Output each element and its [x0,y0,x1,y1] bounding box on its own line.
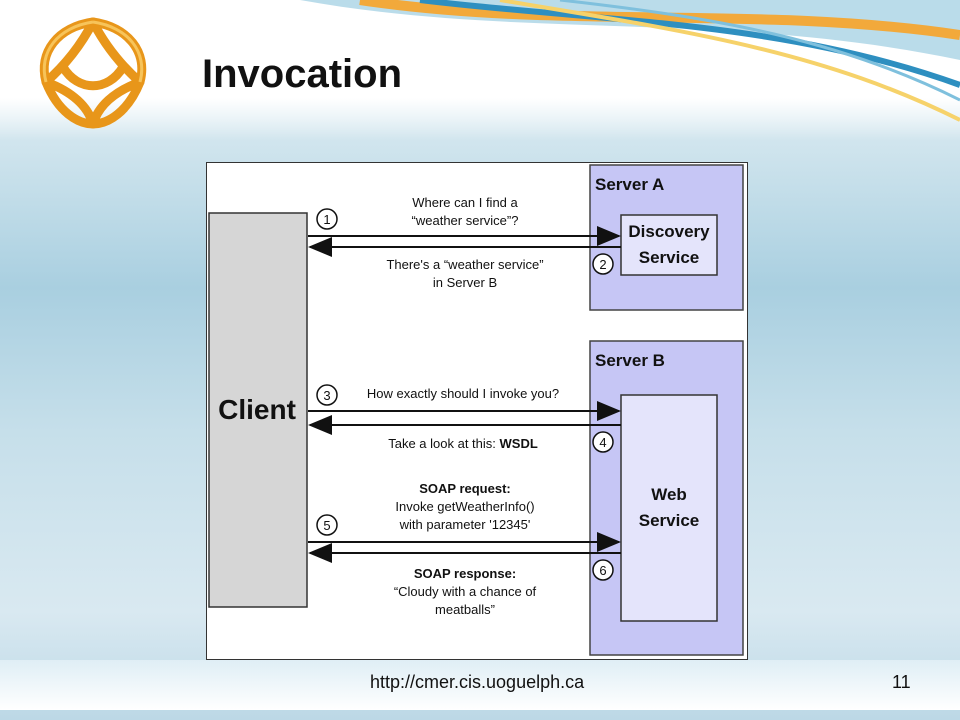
client-box [208,212,308,608]
page-number: 11 [892,672,911,692]
step-3-number: 3 [323,388,330,403]
step-5-badge: 5 [316,514,338,536]
discovery-service-box [620,214,718,276]
message-2-line1: There's a “weather service” [386,257,543,272]
discovery-service-line2: Service [639,248,700,267]
step-5-number: 5 [323,518,330,533]
footer-url: http://cmer.cis.uoguelph.ca [370,672,585,692]
footer-band [0,660,960,710]
step-6-number: 6 [599,563,606,578]
server-a-label: Server A [595,175,664,194]
logo-emblem [39,17,147,129]
web-service-line2: Service [639,511,700,530]
server-b-label: Server B [595,351,665,370]
step-2-badge: 2 [592,253,614,275]
message-6-heading: SOAP response: [414,566,516,581]
message-1-line2: “weather service”? [412,213,519,228]
message-5-line1: Invoke getWeatherInfo() [395,499,534,514]
step-2-number: 2 [599,257,606,272]
message-6-line1: “Cloudy with a chance of [394,584,537,599]
message-5-heading: SOAP request: [419,481,511,496]
message-1-line1: Where can I find a [412,195,518,210]
client-label: Client [218,394,296,425]
web-service-box [620,394,718,622]
step-6-badge: 6 [592,559,614,581]
message-6-line2: meatballs” [435,602,495,617]
step-3-badge: 3 [316,384,338,406]
step-1-number: 1 [323,212,330,227]
web-service-diagram: Client Server A Discovery Service Server… [206,162,748,660]
discovery-service-line1: Discovery [628,222,710,241]
message-3-line1: How exactly should I invoke you? [367,386,559,401]
message-2-line2: in Server B [433,275,497,290]
decorative-swoosh [300,0,960,122]
web-service-line1: Web [651,485,687,504]
step-4-number: 4 [599,435,606,450]
message-4-text: Take a look at this: [388,436,499,451]
message-4-emphasis: WSDL [500,436,538,451]
step-1-badge: 1 [316,208,338,230]
message-5-line2: with parameter '12345' [399,517,531,532]
message-4-line1: Take a look at this: WSDL [388,436,538,451]
step-4-badge: 4 [592,431,614,453]
slide-title: Invocation [202,52,403,96]
